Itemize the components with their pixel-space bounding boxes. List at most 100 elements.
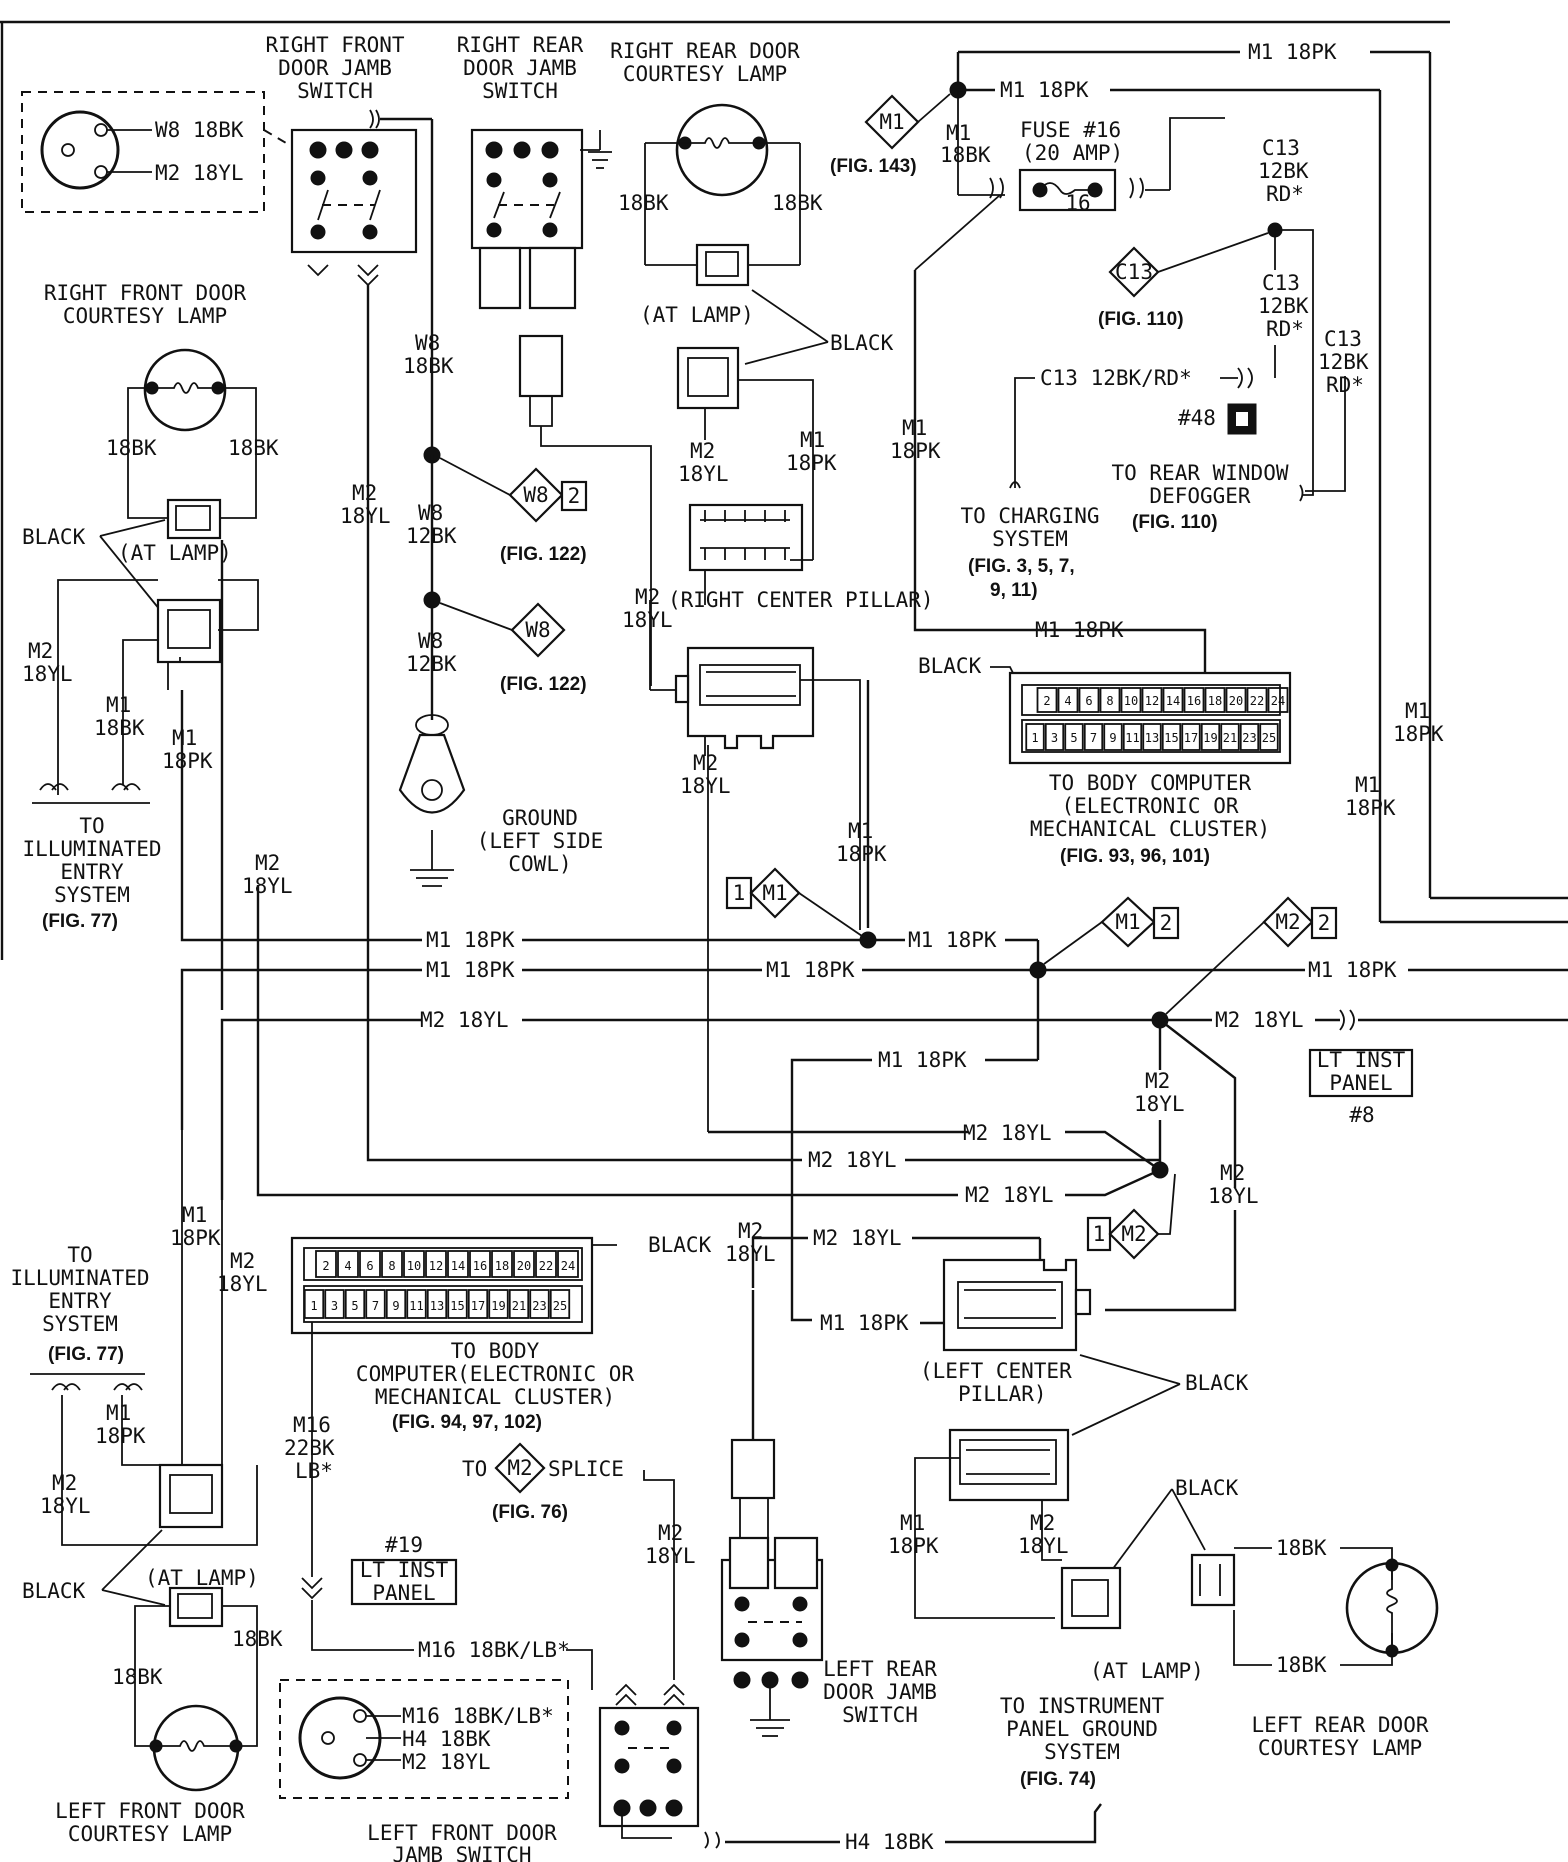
- svg-text:18YL: 18YL: [1018, 1534, 1069, 1558]
- svg-text:M1 18PK: M1 18PK: [426, 928, 515, 952]
- svg-text:#19: #19: [385, 1533, 423, 1557]
- svg-text:MECHANICAL CLUSTER): MECHANICAL CLUSTER): [1030, 817, 1270, 841]
- svg-text:M2: M2: [1145, 1069, 1170, 1093]
- svg-text:C13 12BK/RD*: C13 12BK/RD*: [1040, 366, 1192, 390]
- svg-text:RIGHT REAR DOOR: RIGHT REAR DOOR: [610, 39, 800, 63]
- svg-text:1: 1: [1093, 1222, 1106, 1246]
- svg-text:SYSTEM: SYSTEM: [1044, 1740, 1120, 1764]
- svg-text:18PK: 18PK: [786, 451, 837, 475]
- connector-pin-number: 4: [1064, 694, 1071, 708]
- connector-pin-cell: [488, 1289, 509, 1319]
- connector-pin-number: 11: [409, 1299, 423, 1313]
- connector-pin-number: 7: [372, 1299, 379, 1313]
- svg-text:16: 16: [1065, 191, 1090, 215]
- connector-pin-cell: [491, 1250, 513, 1278]
- svg-text:M1: M1: [182, 1203, 207, 1227]
- connector-pin-number: 9: [392, 1299, 399, 1313]
- svg-text:18PK: 18PK: [1393, 722, 1444, 746]
- svg-text:RIGHT FRONT: RIGHT FRONT: [265, 33, 404, 57]
- connector-pin-cell: [303, 1289, 325, 1319]
- fuse-section: M1 18PK M1 18PK M1 18BK M1 (FIG. 143) FU…: [830, 40, 1568, 924]
- rr-door-jamb-switch: RIGHT REAR DOOR JAMB SWITCH: [457, 33, 652, 686]
- svg-text:BLACK: BLACK: [22, 525, 86, 549]
- svg-text:M2: M2: [230, 1249, 255, 1273]
- connector-pin-cell: [426, 1289, 448, 1319]
- svg-text:M2 18YL: M2 18YL: [813, 1226, 902, 1250]
- svg-text:(FIG. 143): (FIG. 143): [830, 156, 917, 177]
- svg-text:18YL: 18YL: [1134, 1092, 1185, 1116]
- svg-text:GROUND: GROUND: [502, 806, 578, 830]
- connector-pin-number: 23: [532, 1299, 546, 1313]
- svg-text:M1 18PK: M1 18PK: [426, 958, 515, 982]
- svg-text:TO INSTRUMENT: TO INSTRUMENT: [1000, 1694, 1165, 1718]
- svg-text:M2: M2: [1121, 1222, 1146, 1246]
- connector-pin-cell: [337, 1250, 359, 1278]
- svg-text:18BK: 18BK: [940, 143, 991, 167]
- connector-pin-number: 2: [1043, 694, 1050, 708]
- connector-pin-number: 3: [331, 1299, 338, 1313]
- connector-pin-number: 5: [351, 1299, 358, 1313]
- svg-text:22BK: 22BK: [284, 1436, 335, 1460]
- connector-pin-number: 11: [1125, 731, 1139, 745]
- svg-text:C13: C13: [1262, 136, 1300, 160]
- svg-text:(FIG. 94, 97, 102): (FIG. 94, 97, 102): [392, 1412, 542, 1433]
- connector-pin-cell: [1122, 723, 1143, 751]
- svg-text:(FIG. 110): (FIG. 110): [1132, 512, 1218, 533]
- svg-text:18PK: 18PK: [162, 749, 213, 773]
- connector-pin-cell: [359, 1250, 381, 1278]
- connector-pin-number: 16: [473, 1259, 487, 1273]
- connector-pin-cell: [1025, 723, 1045, 751]
- svg-text:(LEFT SIDE: (LEFT SIDE: [477, 829, 603, 853]
- svg-text:M2 18YL: M2 18YL: [965, 1183, 1054, 1207]
- svg-text:18BK: 18BK: [106, 436, 157, 460]
- connector-pin-cell: [508, 1289, 530, 1319]
- svg-text:18PK: 18PK: [836, 842, 887, 866]
- svg-text:SWITCH: SWITCH: [297, 79, 373, 103]
- svg-text:RIGHT FRONT DOOR: RIGHT FRONT DOOR: [44, 281, 247, 305]
- connector-pin-cell: [1036, 687, 1058, 713]
- lr-door-jamb-switch: M2 18YL LEFT REAR DOOR JAMB SWITCH: [720, 1219, 937, 1737]
- svg-text:18PK: 18PK: [888, 1534, 939, 1558]
- svg-text:COWL): COWL): [508, 852, 571, 876]
- connector-pin-cell: [1204, 687, 1226, 713]
- svg-text:12BK: 12BK: [1258, 294, 1309, 318]
- connector-pin-number: 7: [1090, 731, 1097, 745]
- svg-text:RD*: RD*: [1266, 182, 1304, 206]
- svg-text:SWITCH: SWITCH: [482, 79, 558, 103]
- connector-pin-number: 6: [366, 1259, 373, 1273]
- w8-ground-branch: W8 18BK W8 12BK W8 12BK W8 2 (FIG. 122) …: [398, 331, 603, 887]
- svg-text:LB*: LB*: [295, 1459, 333, 1483]
- connector-pin-cell: [425, 1250, 447, 1278]
- svg-text:M2: M2: [690, 439, 715, 463]
- connector-pin-cell: [447, 1250, 469, 1278]
- left-center-pillar: (LEFT CENTER PILLAR) BLACK M1 18PK M2 18…: [888, 1258, 1249, 1619]
- connector-pin-number: 17: [471, 1299, 485, 1313]
- connector-pin-cell: [549, 1289, 571, 1319]
- svg-text:(FIG. 110): (FIG. 110): [1098, 309, 1184, 330]
- svg-text:(AT LAMP): (AT LAMP): [145, 1566, 259, 1590]
- connector-pin-cell: [1259, 723, 1279, 751]
- svg-text:M2: M2: [352, 481, 377, 505]
- svg-text:18PK: 18PK: [95, 1424, 146, 1448]
- svg-text:M1 18PK: M1 18PK: [766, 958, 855, 982]
- svg-text:BLACK: BLACK: [830, 331, 894, 355]
- connector-pin-cell: [1142, 723, 1162, 751]
- svg-text:SPLICE: SPLICE: [548, 1457, 624, 1481]
- svg-text:ILLUMINATED: ILLUMINATED: [22, 837, 161, 861]
- connector-pin-cell: [529, 1289, 550, 1319]
- inset-top-wire-1: W8 18BK: [155, 118, 244, 142]
- svg-text:RD*: RD*: [1266, 317, 1304, 341]
- svg-text:DOOR JAMB: DOOR JAMB: [463, 56, 577, 80]
- svg-text:M1: M1: [848, 819, 873, 843]
- connector-pin-number: 6: [1085, 694, 1092, 708]
- svg-text:18BK: 18BK: [232, 1627, 283, 1651]
- rf-door-jamb-switch: RIGHT FRONT DOOR JAMB SWITCH: [265, 33, 434, 1002]
- svg-text:M2: M2: [635, 585, 660, 609]
- svg-text:COURTESY LAMP: COURTESY LAMP: [63, 304, 227, 328]
- svg-text:18BK: 18BK: [112, 1665, 163, 1689]
- connector-pin-number: 5: [1070, 731, 1077, 745]
- connector-pin-number: 21: [512, 1299, 526, 1313]
- connector-pin-cell: [1162, 687, 1184, 713]
- rr-at-lamp: (AT LAMP): [640, 303, 754, 327]
- connector-pin-cell: [535, 1250, 557, 1278]
